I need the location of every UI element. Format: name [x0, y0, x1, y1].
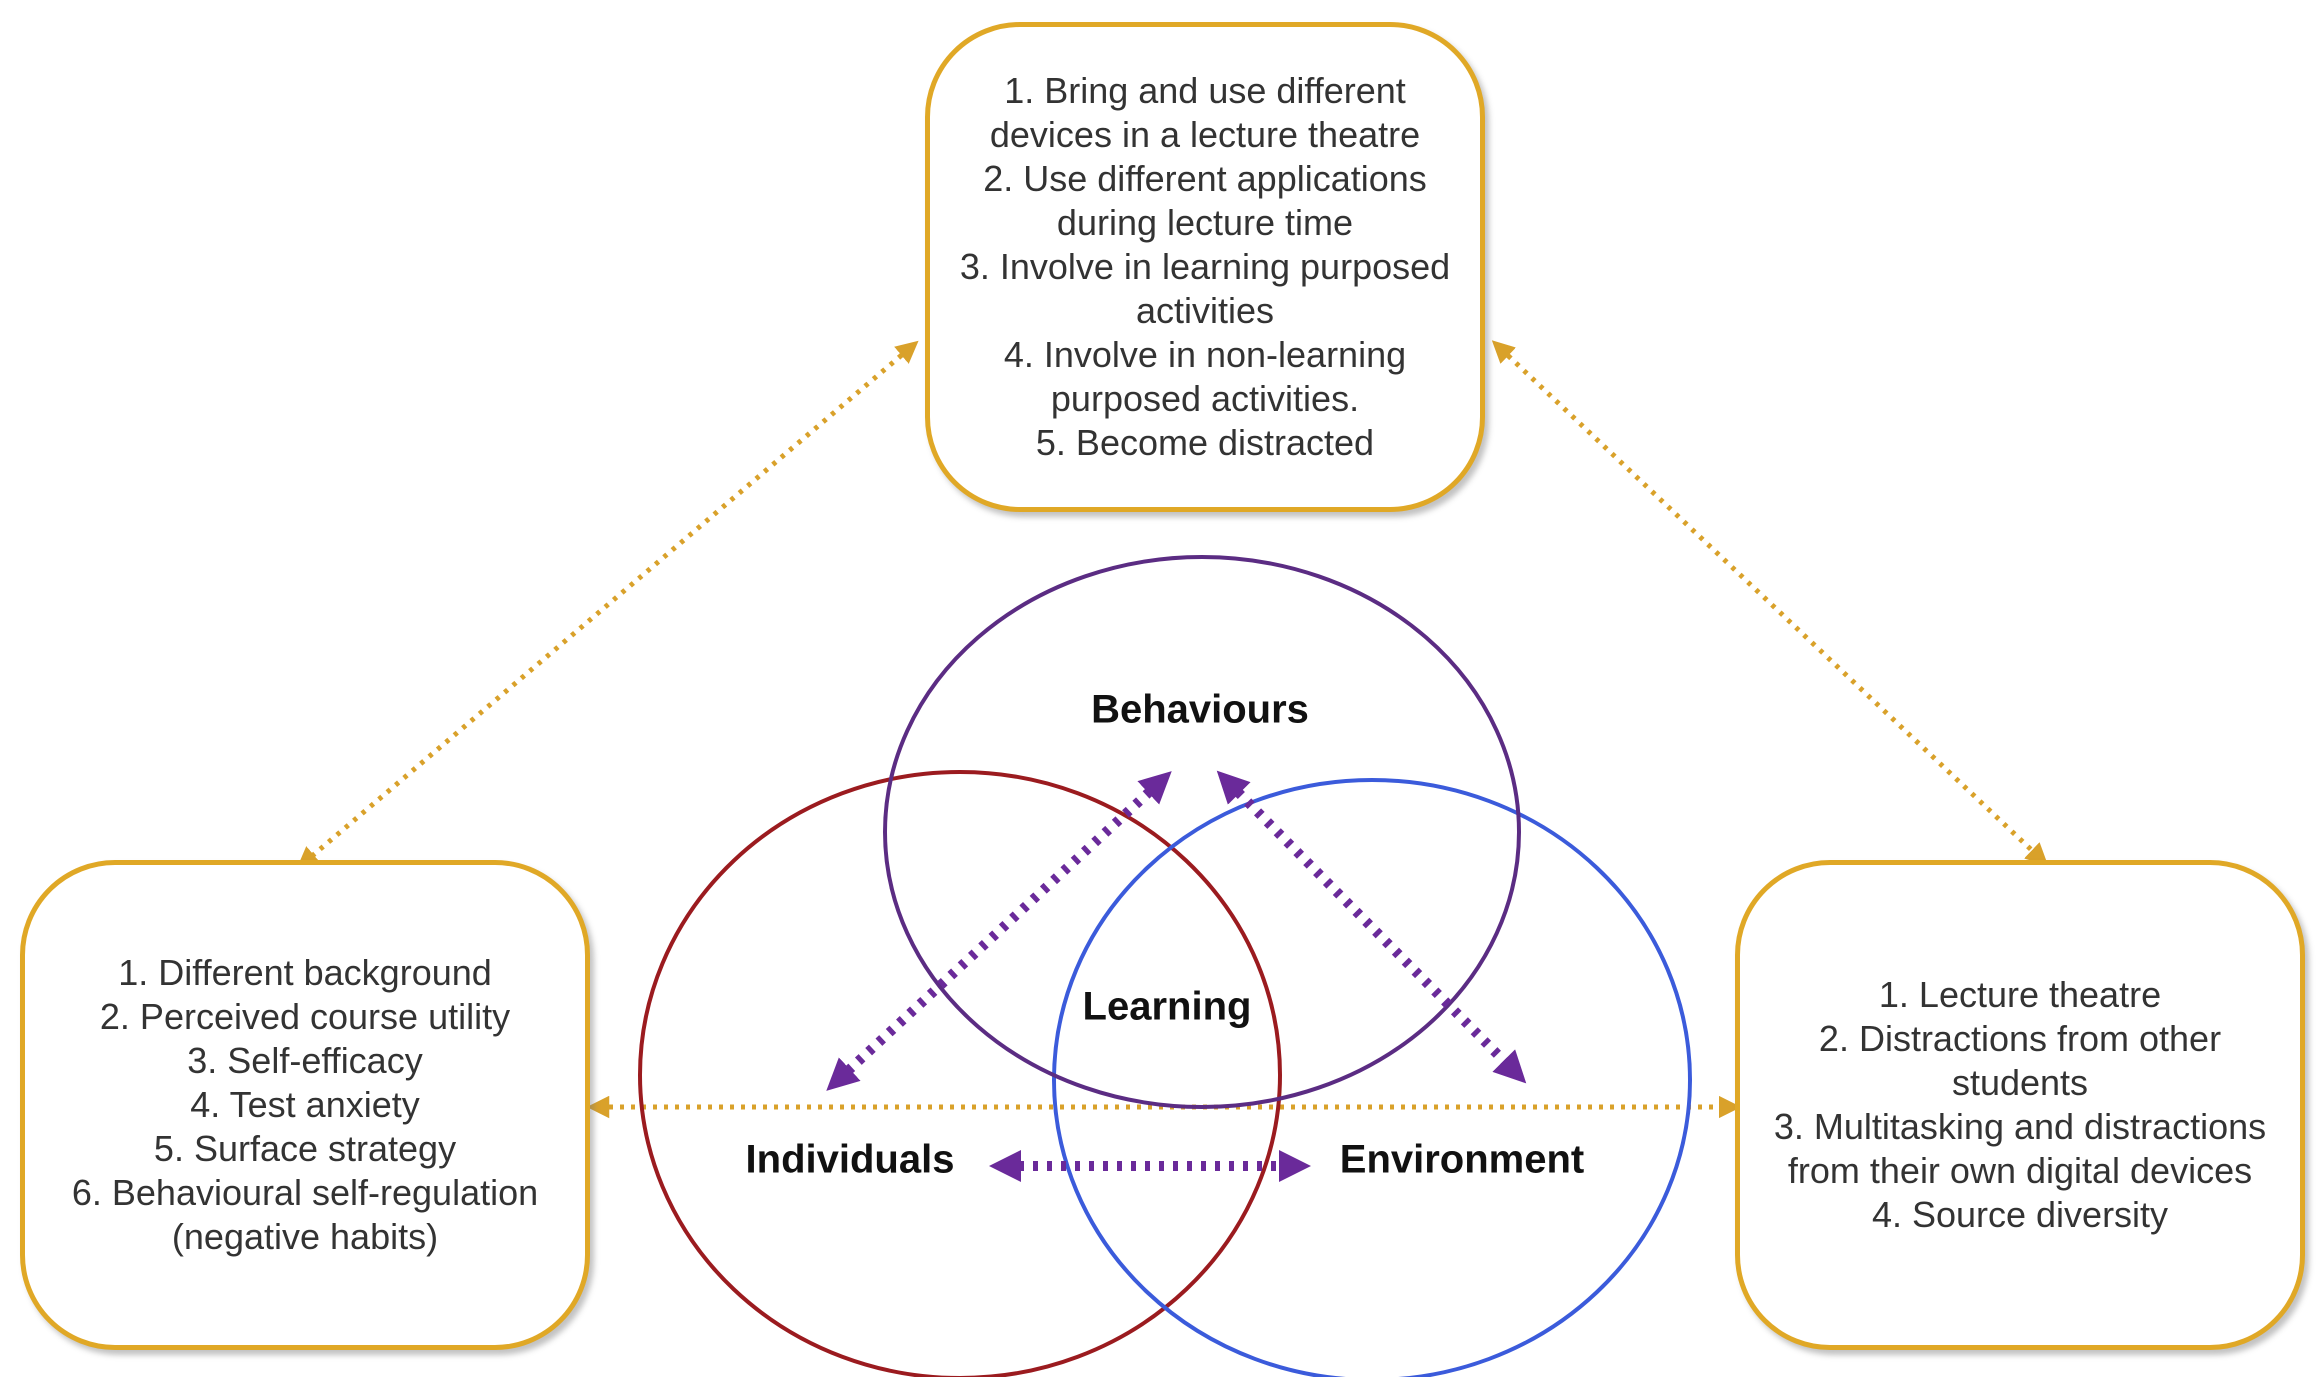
- individuals-circle: [638, 770, 1282, 1377]
- individuals-box-line: (negative habits): [171, 1216, 439, 1257]
- environment-box-line: 3. Multitasking and distractions: [1773, 1106, 2267, 1147]
- behaviours-box: 1. Bring and use different devices in a …: [925, 22, 1485, 512]
- behaviours-label: Behaviours: [1091, 687, 1309, 732]
- environment-circle: [1052, 778, 1692, 1377]
- individuals-box: 1. Different background 2. Perceived cou…: [20, 860, 590, 1350]
- environment-box: 1. Lecture theatre 2. Distractions from …: [1735, 860, 2305, 1350]
- behaviours-box-line: devices in a lecture theatre: [989, 114, 1421, 155]
- behaviours-box-line: purposed activities.: [1050, 378, 1360, 419]
- learning-label: Learning: [1082, 984, 1252, 1029]
- individuals-box-line: 3. Self-efficacy: [187, 1040, 423, 1081]
- behaviours-box-line: 3. Involve in learning purposed: [959, 246, 1451, 287]
- environment-box-line: 4. Source diversity: [1871, 1194, 2169, 1235]
- environment-box-line: students: [1951, 1062, 2089, 1103]
- behaviours-box-line: during lecture time: [1056, 202, 1354, 243]
- environment-box-line: 1. Lecture theatre: [1878, 974, 2162, 1015]
- behaviours-box-line: 5. Become distracted: [1035, 422, 1375, 463]
- behaviours-box-line: 2. Use different applications: [983, 158, 1427, 199]
- arrow-top-left: [296, 340, 919, 870]
- individuals-box-line: 1. Different background: [118, 952, 492, 993]
- individuals-box-line: 2. Perceived course utility: [99, 996, 511, 1037]
- arrow-behaviours-individuals: [826, 771, 1172, 1091]
- behaviours-box-line: 1. Bring and use different: [1004, 70, 1406, 111]
- individuals-label: Individuals: [745, 1137, 955, 1182]
- behaviours-box-line: 4. Involve in non-learning: [1003, 334, 1407, 375]
- environment-box-line: from their own digital devices: [1787, 1150, 2253, 1191]
- arrow-top-right: [1491, 340, 2049, 866]
- environment-label: Environment: [1339, 1137, 1585, 1182]
- individuals-box-line: 5. Surface strategy: [153, 1128, 457, 1169]
- environment-box-line: 2. Distractions from other: [1818, 1018, 2222, 1059]
- individuals-box-line: 4. Test anxiety: [190, 1084, 420, 1125]
- arrow-behaviours-environment: [1216, 770, 1527, 1084]
- behaviours-box-line: activities: [1135, 290, 1275, 331]
- individuals-box-line: 6. Behavioural self-regulation: [71, 1172, 539, 1213]
